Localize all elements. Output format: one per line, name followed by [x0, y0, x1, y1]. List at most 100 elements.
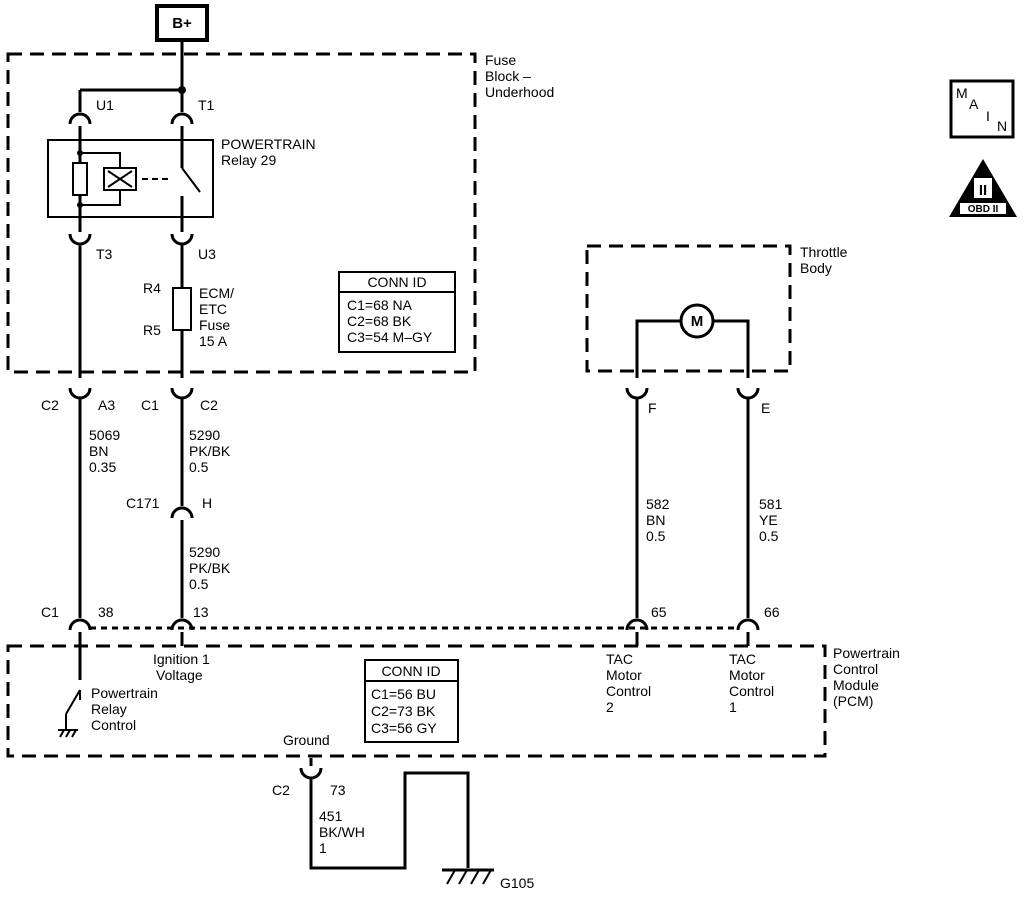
- coil-link-bottom: [80, 190, 121, 206]
- pcm-label-3: Module: [833, 677, 879, 693]
- motor-wire-right: [714, 319, 750, 378]
- conn-id-title: CONN ID: [381, 663, 440, 679]
- pcm-label-1: Powertrain: [833, 645, 900, 661]
- relay-label-2: Relay 29: [221, 152, 276, 168]
- main-icon-n: N: [997, 118, 1007, 134]
- pcm-pin-38-label: 38: [98, 604, 114, 620]
- tac1-label-1: TAC: [729, 651, 756, 667]
- pin-h: H: [202, 495, 212, 511]
- throttle-body-label-2: Body: [800, 260, 832, 276]
- tac2-label-1: TAC: [606, 651, 633, 667]
- relay-ctrl-label-3: Control: [91, 717, 136, 733]
- ground-ref-g105: G105: [500, 875, 534, 891]
- tac1-label-4: 1: [729, 699, 737, 715]
- relay-switch-contact: [181, 167, 201, 193]
- c2-a3-connector: [68, 387, 92, 400]
- fuse-block-label-2: Block –: [485, 68, 531, 84]
- ground-pin-73: 73: [330, 782, 346, 798]
- tac1-label-3: Control: [729, 683, 774, 699]
- tac1-label-2: Motor: [729, 667, 765, 683]
- motor-label: M: [691, 313, 704, 330]
- wire-5290b-color: PK/BK: [189, 560, 231, 576]
- pin-u3: U3: [198, 246, 216, 262]
- obd-roman: II: [979, 182, 987, 199]
- pcm-pin-38: [68, 618, 92, 631]
- fuse-block-label-3: Underhood: [485, 84, 554, 100]
- obd-ii-icon[interactable]: II OBD II: [949, 159, 1017, 217]
- main-menu-icon[interactable]: M A I N: [949, 79, 1015, 139]
- pin-u1: U1: [96, 97, 114, 113]
- chassis-ground-icon: [442, 868, 494, 885]
- conn-id-row: C3=56 GY: [371, 720, 437, 736]
- tac2-label-2: Motor: [606, 667, 642, 683]
- wire-581-color: YE: [759, 512, 778, 528]
- wire-581-circuit: 581: [759, 496, 783, 512]
- pcm-pin-65: [625, 618, 649, 631]
- throttle-body-label-1: Throttle: [800, 244, 848, 260]
- c171-connector: [170, 506, 194, 519]
- conn-id-row: C1=56 BU: [371, 686, 436, 702]
- pin-f: F: [648, 400, 657, 416]
- tac2-label-3: Control: [606, 683, 651, 699]
- pin-t3: T3: [96, 246, 113, 262]
- t3-terminal: [68, 233, 92, 246]
- battery-positive-terminal: B+: [155, 4, 209, 42]
- battery-label: B+: [172, 15, 192, 32]
- conn-id-row: C2=73 BK: [371, 703, 436, 719]
- pcm-label-4: (PCM): [833, 693, 873, 709]
- pin-e: E: [761, 400, 770, 416]
- tac2-label-4: 2: [606, 699, 614, 715]
- ground-conn-c2: C2: [272, 782, 290, 798]
- fuse-label-3: Fuse: [199, 317, 230, 333]
- coil-link-top: [80, 152, 121, 168]
- tac-motor: [679, 303, 715, 339]
- conn-id-row: C1=68 NA: [347, 297, 413, 313]
- main-icon-m: M: [956, 85, 968, 101]
- wire-5069-color: BN: [89, 443, 108, 459]
- wire-5290-color: PK/BK: [189, 443, 231, 459]
- u1-terminal: [68, 112, 92, 125]
- pcm-pin-13: [170, 618, 194, 631]
- ecm-etc-fuse: [172, 287, 192, 331]
- pcm-pin-66-label: 66: [764, 604, 780, 620]
- conn-id-row: C2=68 BK: [347, 313, 412, 329]
- pcm-pin-66: [736, 618, 760, 631]
- conn-c2: C2: [41, 397, 59, 413]
- fuse-label-2: ETC: [199, 301, 227, 317]
- pin-t1: T1: [198, 97, 215, 113]
- relay-diode-resistor: [72, 162, 88, 196]
- wire-582-gauge: 0.5: [646, 528, 666, 544]
- wire-5290b-gauge: 0.5: [189, 576, 209, 592]
- ground-connector: [299, 767, 323, 780]
- conn-c171: C171: [126, 495, 160, 511]
- wire-581-gauge: 0.5: [759, 528, 779, 544]
- wire-451-gauge: 1: [319, 840, 327, 856]
- obd-label: OBD II: [968, 204, 999, 215]
- ign-label-2: Voltage: [156, 667, 203, 683]
- wire-5069-circuit: 5069: [89, 427, 120, 443]
- fuse-label-4: 15 A: [199, 333, 228, 349]
- pcm-conn-c1: C1: [41, 604, 59, 620]
- motor-wire-left: [635, 319, 680, 378]
- wire-451-circuit: 451: [319, 808, 343, 824]
- wire-5290b-circuit: 5290: [189, 544, 220, 560]
- pcm-pin-13-label: 13: [193, 604, 209, 620]
- conn-id-table-fuse-block: CONN ID C1=68 NA C2=68 BK C3=54 M–GY: [338, 271, 456, 353]
- wire-5290-circuit: 5290: [189, 427, 220, 443]
- throttle-pin-f-connector: [625, 387, 649, 400]
- c1-c2-connector: [170, 387, 194, 400]
- relay-coil-cross: [107, 170, 133, 188]
- wire-5069-gauge: 0.35: [89, 459, 116, 475]
- wire-451: [309, 771, 470, 870]
- fuse-block-outline: [6, 52, 477, 374]
- fuse-block-label-1: Fuse: [485, 52, 516, 68]
- ign-label-1: Ignition 1: [153, 651, 210, 667]
- relay-label-1: POWERTRAIN: [221, 136, 316, 152]
- fuse-r5: R5: [143, 322, 161, 338]
- pcm-ground-label: Ground: [283, 732, 330, 748]
- relay-control-switch: [65, 689, 81, 715]
- pin-a3: A3: [98, 397, 115, 413]
- pcm-outline: [6, 644, 827, 758]
- wire-582-color: BN: [646, 512, 665, 528]
